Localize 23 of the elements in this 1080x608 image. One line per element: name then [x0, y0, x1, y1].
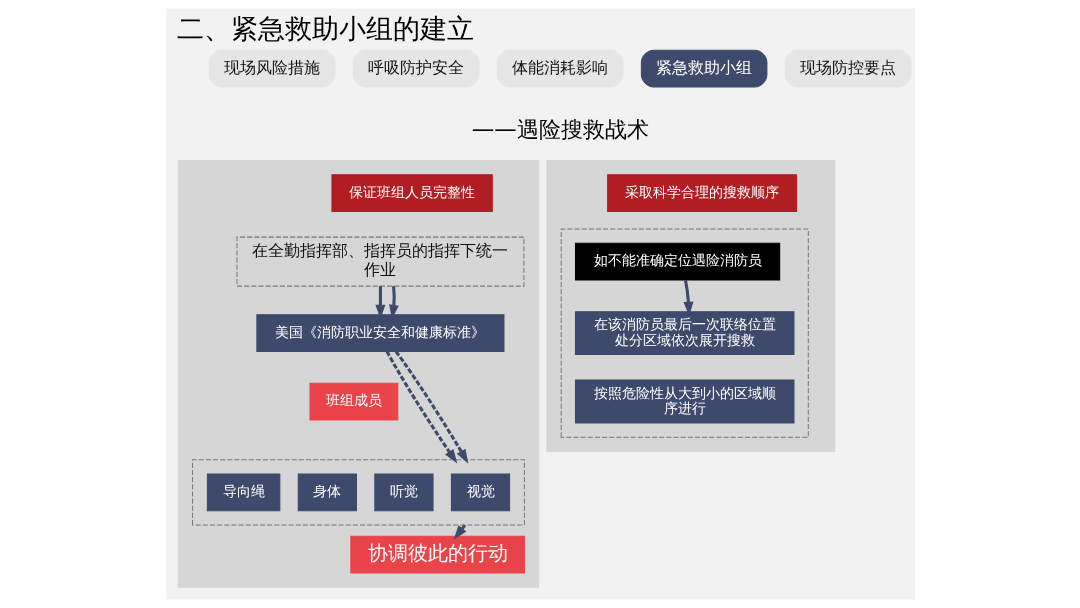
cluster — [545, 160, 835, 453]
node-box: 在全勤指挥部、指挥员的指挥下统一作业 — [235, 236, 524, 287]
label: ——遇险搜救战术 — [471, 115, 649, 142]
cluster — [191, 459, 525, 526]
arrow — [453, 524, 466, 540]
node-box: 身体 — [297, 473, 357, 512]
arrow — [394, 350, 468, 464]
node-box: 采取科学合理的搜救顺序 — [606, 174, 797, 213]
node-box: 听觉 — [373, 473, 434, 512]
arrow — [385, 350, 457, 464]
node-box: 在该消防员最后一次联络位置处分区域依次展开搜救 — [574, 311, 794, 356]
diagram-title: 二、紧急救助小组的建立 — [176, 12, 474, 44]
cluster — [560, 228, 809, 438]
node-box: 美国《消防职业安全和健康标准》 — [255, 314, 504, 352]
node-box: 协调彼此的行动 — [349, 535, 525, 574]
node-box: 保证班组人员完整性 — [330, 174, 493, 213]
node-box: 如不能准确定位遇险消防员 — [574, 242, 780, 281]
node-box: 视觉 — [450, 473, 510, 512]
node-box: 紧急救助小组 — [640, 49, 767, 88]
node-box: 班组成员 — [308, 382, 398, 421]
cluster — [177, 160, 539, 588]
node-box: 按照危险性从大到小的区域顺序进行 — [574, 379, 794, 424]
node-box: 导向绳 — [206, 473, 280, 512]
